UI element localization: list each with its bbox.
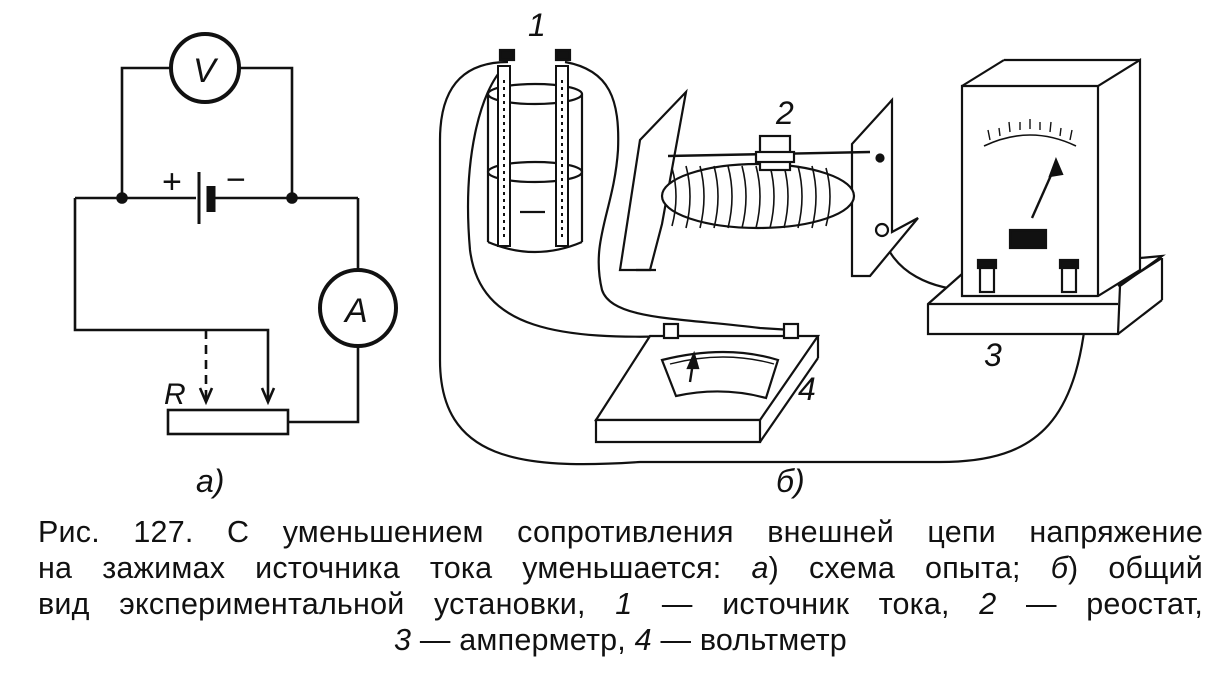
wire-cell-to-voltmeter: [467, 65, 681, 338]
caption-text: — источник тока,: [632, 587, 980, 621]
ammeter-label: A: [343, 292, 368, 330]
rheostat-coil: [660, 162, 856, 230]
plus-sign: +: [162, 163, 182, 201]
voltmeter-label: V: [193, 52, 219, 90]
caption-text: — реостат,: [996, 587, 1203, 621]
caption-line-3: вид экспериментальной установки, 1 — ист…: [38, 586, 1203, 622]
circuit-schematic: [73, 32, 398, 436]
caption-text: ) схема опыта;: [768, 551, 1051, 585]
figure-drawing: V A + − R а): [73, 7, 1166, 499]
caption-italic: 2: [979, 587, 997, 621]
caption-italic: б: [1050, 551, 1069, 585]
label-3: 3: [984, 337, 1002, 373]
caption-text: вид экспериментальной установки,: [38, 587, 616, 621]
caption-text: Рис. 127. С уменьшением сопротивления вн…: [38, 515, 1203, 549]
voltmeter-symbol: [169, 32, 241, 104]
caption-italic: а: [751, 551, 769, 585]
label-2: 2: [775, 95, 794, 131]
caption-text: — вольтметр: [651, 623, 847, 657]
label-1: 1: [528, 7, 546, 43]
caption-italic: 1: [615, 587, 633, 621]
figure-caption: Рис. 127. С уменьшением сопротивления вн…: [38, 514, 1203, 658]
setup-labels: 1 2 3 4 б): [528, 7, 1002, 499]
current-source-jar: [486, 48, 584, 254]
label-4: 4: [798, 371, 816, 407]
wire-outer-loop: [438, 60, 1090, 466]
caption-italic: 3: [394, 623, 412, 657]
ammeter-device: [926, 58, 1166, 336]
caption-line-2: на зажимах источника тока уменьшается: а…: [38, 550, 1203, 586]
minus-sign: −: [226, 161, 246, 199]
part-a-label: а): [196, 463, 224, 499]
voltmeter-device: [593, 322, 821, 444]
caption-italic: 4: [634, 623, 652, 657]
resistor-label: R: [164, 378, 186, 411]
circuit-labels: V A + − R а): [162, 52, 368, 499]
caption-line-1: Рис. 127. С уменьшением сопротивления вн…: [38, 514, 1203, 550]
caption-text: на зажимах источника тока уменьшается:: [38, 551, 752, 585]
caption-text: ) общий: [1068, 551, 1203, 585]
caption-text: — амперметр,: [411, 623, 635, 657]
rheostat: [618, 88, 919, 278]
part-b-label: б): [776, 463, 805, 499]
resistor-symbol: [166, 408, 290, 436]
caption-line-4: 3 — амперметр, 4 — вольтметр: [38, 622, 1203, 658]
setup-illustration: [438, 48, 1166, 466]
wire-cell-to-rheostat: [564, 60, 793, 332]
